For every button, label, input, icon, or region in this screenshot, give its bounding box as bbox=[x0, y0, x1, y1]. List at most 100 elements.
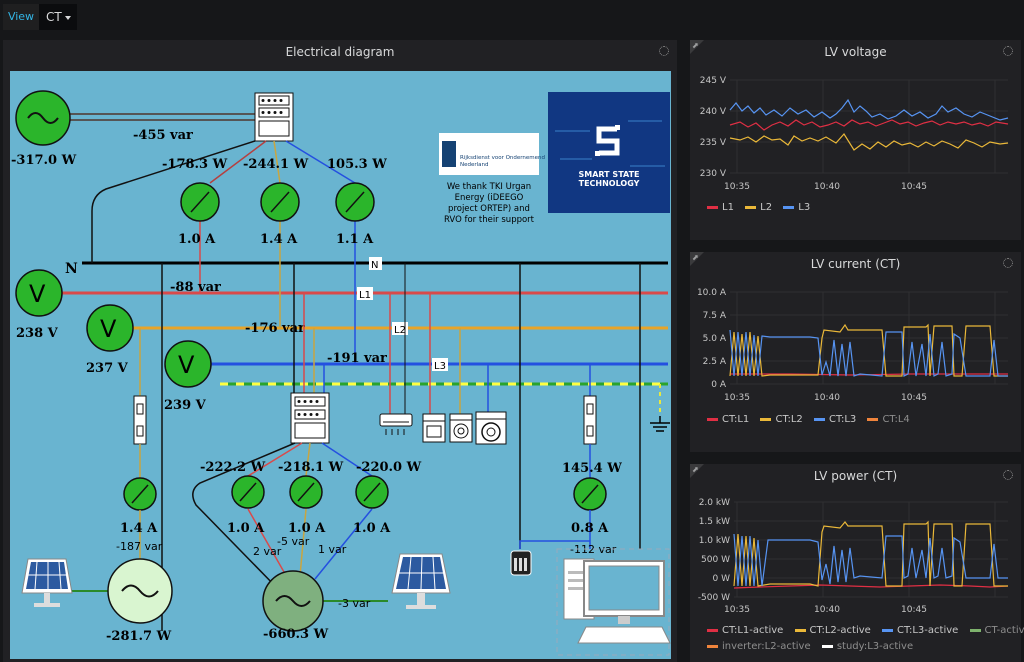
y-tick: 500 W bbox=[701, 555, 730, 565]
voltmeter-l2-icon: V bbox=[86, 304, 134, 352]
l3-current-label: 1.1 A bbox=[336, 232, 374, 247]
lv-power-chart: 2.0 kW 1.5 kW 1.0 kW 500 W 0 W -500 W 10… bbox=[698, 498, 1009, 615]
y-tick: 5.0 A bbox=[703, 334, 727, 344]
inverter-l2-var: -5 var bbox=[277, 535, 310, 548]
lv-current-chart: 10.0 A 7.5 A 5.0 A 2.5 A 0 A 10:35 10:40… bbox=[697, 288, 1008, 403]
legend-item[interactable]: CT:L2-active bbox=[794, 625, 871, 636]
panel-title[interactable]: LV current (CT) bbox=[810, 257, 901, 271]
legend-item[interactable]: L1 bbox=[707, 202, 734, 213]
lv-voltage-legend: L1 L2 L3 bbox=[707, 202, 818, 213]
y-tick: 235 V bbox=[700, 138, 727, 148]
meter-l1-icon bbox=[180, 182, 220, 222]
solar1-power-label: -281.7 W bbox=[106, 629, 172, 644]
electrical-diagram-panel: Electrical diagram -455 var -317.0 W bbox=[3, 40, 677, 662]
x-tick: 10:40 bbox=[814, 182, 840, 192]
legend-color bbox=[813, 417, 825, 421]
external-link-icon[interactable]: ⬈ bbox=[692, 41, 699, 50]
panel-title[interactable]: LV voltage bbox=[824, 45, 887, 59]
series-l1 bbox=[729, 119, 1009, 131]
legend-item[interactable]: CT:L2 bbox=[760, 414, 803, 425]
legend-item[interactable]: inverter:L2-active bbox=[707, 641, 811, 652]
svg-text:V: V bbox=[178, 351, 195, 379]
legend-item[interactable]: CT:L1 bbox=[707, 414, 749, 425]
solar1-current-label: 1.4 A bbox=[120, 521, 158, 536]
solar1-var-label: -187 var bbox=[116, 540, 163, 553]
inverter-l2-current: 1.0 A bbox=[288, 521, 326, 536]
legend-color bbox=[969, 628, 981, 632]
legend-item[interactable]: CT:L4 bbox=[867, 414, 910, 425]
inverter-l3-var: 1 var bbox=[318, 543, 347, 556]
x-tick: 10:45 bbox=[901, 393, 927, 403]
lv-voltage-chart: 245 V 240 V 235 V 230 V 10:35 10:40 10:4… bbox=[700, 76, 1009, 192]
y-tick: 7.5 A bbox=[703, 311, 727, 321]
smart-state-technology-logo: SMART STATE TECHNOLOGY bbox=[548, 92, 670, 213]
panel-title[interactable]: LV power (CT) bbox=[813, 469, 898, 483]
x-tick: 10:45 bbox=[901, 182, 927, 192]
external-link-icon[interactable]: ⬈ bbox=[692, 253, 699, 262]
voltmeter-l3-icon: V bbox=[164, 340, 212, 388]
legend-item[interactable]: study:L3-active bbox=[821, 641, 913, 652]
legend-item[interactable]: L2 bbox=[745, 202, 772, 213]
lv-current-legend: CT:L1 CT:L2 CT:L3 CT:L4 bbox=[707, 414, 918, 425]
y-tick: 1.0 kW bbox=[699, 536, 730, 546]
meter-inverter-l3-icon bbox=[355, 475, 389, 509]
main-distribution-box bbox=[254, 92, 294, 142]
y-tick: -500 W bbox=[698, 593, 730, 603]
network-storage-icon bbox=[510, 550, 532, 576]
solar-panel2-icon bbox=[391, 553, 451, 609]
lv-power-panel: ⬈ LV power (CT) 2.0 kW 1.5 kW 1.0 kW 500… bbox=[690, 464, 1024, 662]
view-variable-select[interactable]: CT bbox=[39, 4, 77, 30]
l2-voltage-label: 237 V bbox=[86, 361, 129, 376]
y-tick: 0 W bbox=[713, 574, 731, 584]
l3-var-label: -191 var bbox=[327, 351, 387, 366]
y-tick: 0 A bbox=[711, 380, 727, 390]
lv-power-legend: CT:L1-active CT:L2-active CT:L3-active C… bbox=[707, 625, 1024, 636]
svg-text:TECHNOLOGY: TECHNOLOGY bbox=[579, 179, 640, 188]
y-tick: 245 V bbox=[700, 76, 727, 86]
solar-inverter1-icon bbox=[107, 558, 173, 624]
ground-icon bbox=[650, 416, 670, 432]
sponsor-line1: We thank TKI Urgan bbox=[447, 182, 531, 192]
air-conditioner-icon bbox=[379, 413, 413, 435]
l1-tag: L1 bbox=[359, 290, 371, 301]
series-ct-l1-active bbox=[733, 584, 1009, 589]
legend-color bbox=[745, 205, 757, 209]
view-select-value: CT bbox=[46, 10, 62, 24]
series-l3 bbox=[729, 98, 1009, 121]
panel-title[interactable]: Electrical diagram bbox=[285, 45, 395, 59]
meter-l2-icon bbox=[260, 182, 300, 222]
legend-item[interactable]: CT:L3-active bbox=[882, 625, 958, 636]
x-tick: 10:40 bbox=[814, 393, 840, 403]
top-bar: View CT bbox=[0, 0, 1024, 34]
sponsor-line3: project ORTEP) and bbox=[448, 204, 530, 214]
x-tick: 10:40 bbox=[814, 605, 840, 615]
legend-color bbox=[821, 644, 833, 648]
legend-color bbox=[707, 205, 718, 209]
loading-spinner-icon bbox=[1003, 258, 1013, 268]
breaker-solar1-icon bbox=[133, 395, 147, 445]
solar-inverter2-icon bbox=[262, 570, 324, 632]
rvo-logo-line1: Rijksdienst voor Ondernemend bbox=[460, 155, 545, 161]
inverter-distribution-box bbox=[290, 392, 330, 444]
washing-machine-icon bbox=[475, 411, 507, 445]
legend-color bbox=[783, 205, 795, 209]
legend-item[interactable]: CT:L1-active bbox=[707, 625, 783, 636]
external-link-icon[interactable]: ⬈ bbox=[692, 465, 699, 474]
grid-source-icon bbox=[15, 90, 71, 146]
x-tick: 10:45 bbox=[901, 605, 927, 615]
series-ct-l3 bbox=[729, 329, 1008, 377]
y-tick: 240 V bbox=[700, 107, 727, 117]
panel-corner bbox=[690, 40, 704, 54]
meter-pc-icon bbox=[573, 477, 607, 511]
legend-color bbox=[760, 417, 772, 421]
l2-var-label: -176 var bbox=[245, 321, 305, 336]
view-variable-label: View bbox=[3, 4, 39, 30]
series-ct-l3-active bbox=[733, 533, 1008, 587]
panel-corner bbox=[690, 464, 704, 478]
legend-color bbox=[794, 628, 806, 632]
legend-item[interactable]: L3 bbox=[783, 202, 810, 213]
neutral-label: N bbox=[65, 261, 78, 277]
legend-item[interactable]: CT-active-sum bbox=[969, 625, 1024, 636]
series-l2 bbox=[729, 133, 1009, 151]
legend-item[interactable]: CT:L3 bbox=[813, 414, 856, 425]
